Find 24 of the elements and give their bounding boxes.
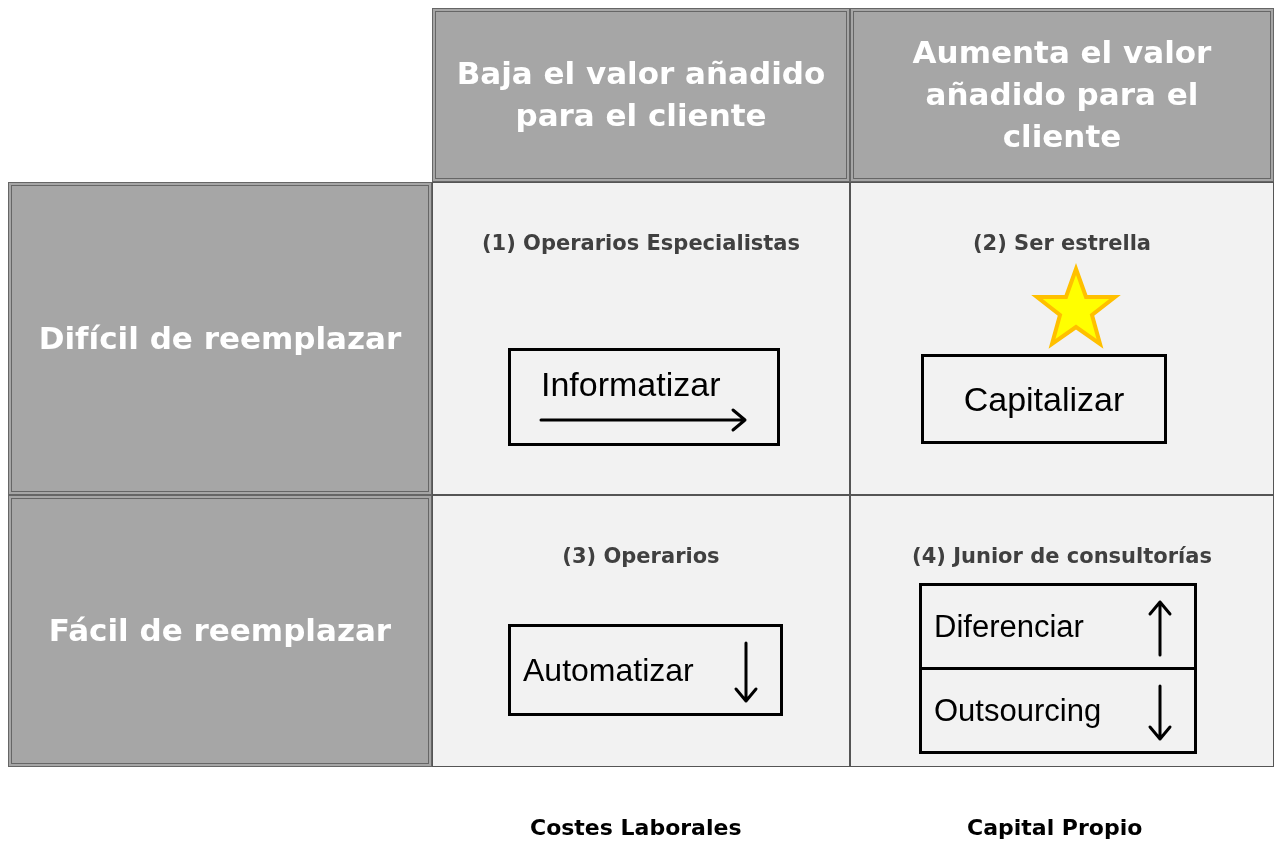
table-cell bbox=[432, 495, 850, 767]
strategy-box bbox=[508, 624, 783, 716]
strategy-box bbox=[919, 667, 1197, 754]
cell-title: (4) Junior de consultorías bbox=[912, 544, 1212, 568]
strategy-box bbox=[919, 583, 1197, 670]
strategy-box bbox=[921, 354, 1167, 444]
strategy-text: Capitalizar bbox=[963, 379, 1125, 419]
table-cell bbox=[850, 495, 1274, 767]
axis-label: Capital Propio bbox=[967, 815, 1143, 840]
strategy-text: Informatizar bbox=[541, 365, 721, 404]
header-cell: Fácil de reemplazar bbox=[8, 495, 432, 767]
strategy-text: Automatizar bbox=[523, 651, 694, 689]
header-cell: Baja el valor añadido para el cliente bbox=[432, 8, 850, 182]
header-cell: Difícil de reemplazar bbox=[8, 182, 432, 495]
cell-title: (3) Operarios bbox=[562, 544, 720, 568]
cell-title: (1) Operarios Especialistas bbox=[481, 231, 801, 255]
cell-title: (2) Ser estrella bbox=[972, 231, 1152, 255]
header-cell: Aumenta el valor añadido para el cliente bbox=[850, 8, 1274, 182]
strategy-box bbox=[508, 348, 780, 446]
axis-label: Costes Laborales bbox=[530, 815, 742, 840]
strategy-text: Outsourcing bbox=[934, 692, 1102, 729]
strategy-text: Diferenciar bbox=[934, 608, 1084, 645]
table-cell bbox=[850, 182, 1274, 495]
table-cell bbox=[432, 182, 850, 495]
